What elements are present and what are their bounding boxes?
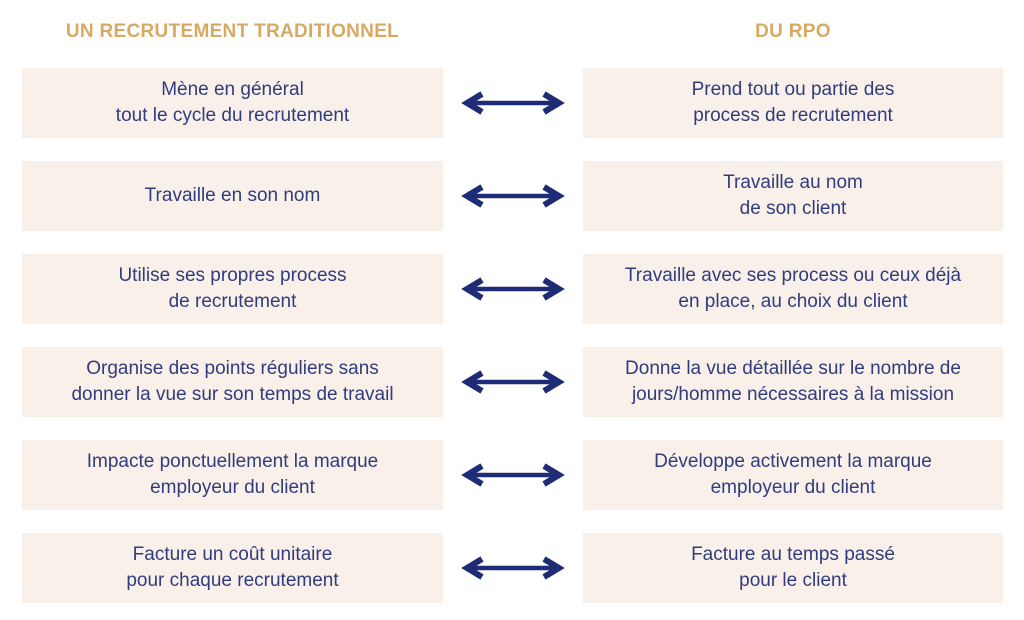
rpo-box: Développe activement la marque employeur… xyxy=(583,440,1003,510)
double-arrow-icon xyxy=(443,68,583,138)
traditional-box: Facture un coût unitaire pour chaque rec… xyxy=(22,533,443,603)
double-arrow-icon xyxy=(443,440,583,510)
comparison-row: Utilise ses propres process de recruteme… xyxy=(0,254,1024,324)
rpo-box: Donne la vue détaillée sur le nombre de … xyxy=(583,347,1003,417)
double-arrow-icon xyxy=(443,533,583,603)
comparison-rows: Mène en général tout le cycle du recrute… xyxy=(0,68,1024,603)
column-header-traditional: UN RECRUTEMENT TRADITIONNEL xyxy=(65,21,400,42)
traditional-box: Impacte ponctuellement la marque employe… xyxy=(22,440,443,510)
double-arrow-icon xyxy=(443,347,583,417)
double-arrow-icon xyxy=(443,161,583,231)
comparison-row: Mène en général tout le cycle du recrute… xyxy=(0,68,1024,138)
rpo-box: Facture au temps passé pour le client xyxy=(583,533,1003,603)
comparison-row: Facture un coût unitaire pour chaque rec… xyxy=(0,533,1024,603)
rpo-box: Travaille avec ses process ou ceux déjà … xyxy=(583,254,1003,324)
comparison-row: Impacte ponctuellement la marque employe… xyxy=(0,440,1024,510)
comparison-row: Travaille en son nom Travaille au nom de… xyxy=(0,161,1024,231)
rpo-box: Prend tout ou partie des process de recr… xyxy=(583,68,1003,138)
double-arrow-icon xyxy=(443,254,583,324)
comparison-row: Organise des points réguliers sans donne… xyxy=(0,347,1024,417)
header-spacer xyxy=(443,21,583,43)
traditional-box: Utilise ses propres process de recruteme… xyxy=(22,254,443,324)
rpo-box: Travaille au nom de son client xyxy=(583,161,1003,231)
traditional-box: Travaille en son nom xyxy=(22,161,443,231)
traditional-box: Organise des points réguliers sans donne… xyxy=(22,347,443,417)
header-bar: UN RECRUTEMENT TRADITIONNEL DU RPO xyxy=(0,0,1024,43)
column-header-rpo: DU RPO xyxy=(755,21,831,42)
traditional-box: Mène en général tout le cycle du recrute… xyxy=(22,68,443,138)
